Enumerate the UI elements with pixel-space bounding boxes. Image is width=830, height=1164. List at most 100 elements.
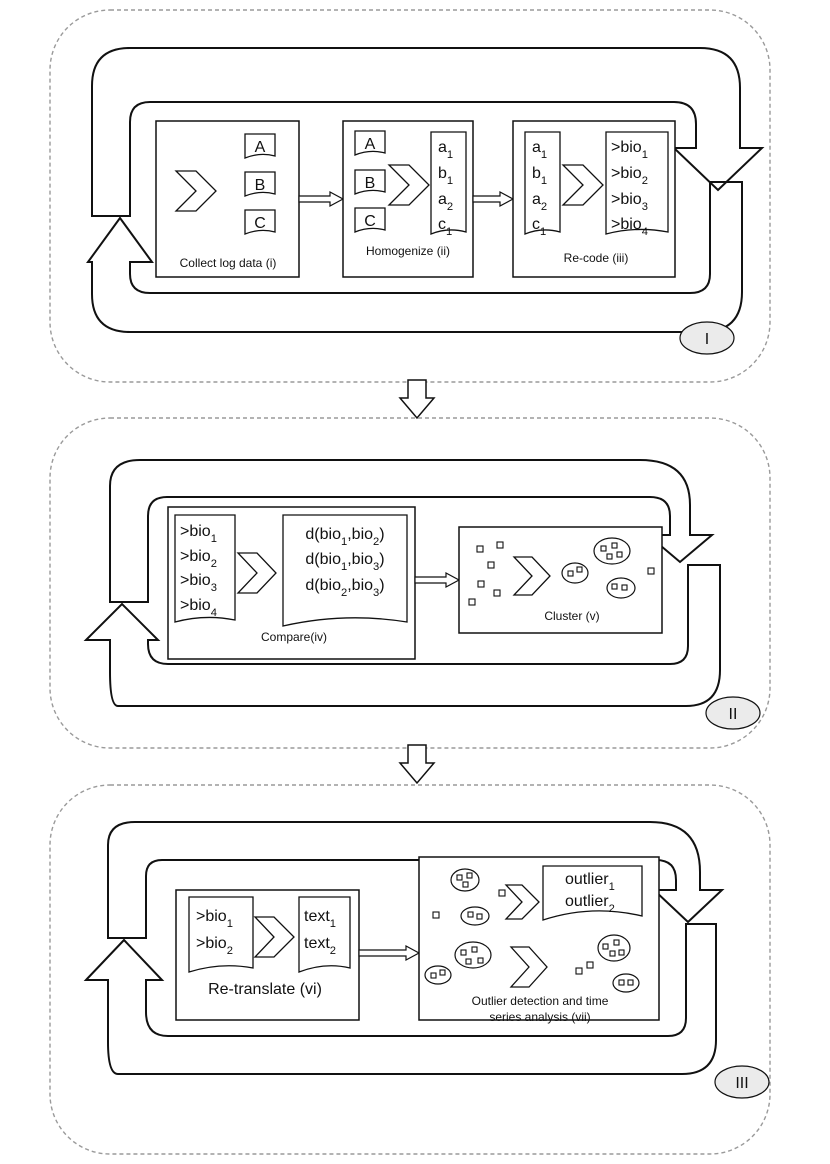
recode-input-doc: a1 b1 a2 c1: [524, 131, 561, 238]
svg-text:>bio1: >bio1: [196, 908, 233, 930]
step-homogenize-chevron: [387, 164, 430, 206]
recode-output-doc: >bio1 >bio2 >bio3 >bio4: [605, 131, 669, 238]
step-outlier-caption-line-2: series analysis (vii): [489, 1010, 590, 1024]
step-homogenize-caption: Homogenize (ii): [366, 244, 450, 258]
point: [465, 958, 472, 965]
point: [498, 889, 506, 897]
compare-output-doc: d(bio1,bio2) d(bio1,bio3) d(bio2,bio3): [282, 514, 408, 627]
svg-text:>bio2: >bio2: [611, 165, 648, 187]
svg-text:outlier2: outlier2: [565, 893, 615, 915]
svg-text:>bio4: >bio4: [180, 597, 217, 619]
point: [476, 913, 483, 920]
outlier-input-clusters: [432, 868, 506, 926]
cluster-oval: [593, 537, 631, 565]
point: [618, 979, 625, 986]
svg-text:C: C: [364, 213, 376, 230]
source-doc-a: A: [244, 133, 276, 159]
step-retranslate-caption: Re-translate (vi): [208, 981, 322, 998]
step-retranslate-chevron: [253, 916, 295, 958]
svg-text:>bio2: >bio2: [196, 935, 233, 957]
point: [476, 545, 484, 553]
step-compare-caption: Compare(iv): [261, 630, 327, 644]
point: [460, 949, 467, 956]
point: [467, 911, 474, 918]
svg-text:d(bio1,bio2): d(bio1,bio2): [305, 526, 384, 548]
point: [611, 542, 618, 549]
source-label-c: C: [254, 215, 266, 232]
arrow-retranslate-to-outlier: [358, 944, 421, 962]
source-doc-b: B: [244, 171, 276, 197]
homogenize-input-doc-a: A: [354, 130, 386, 156]
stage-3: >bio1 >bio2 text1 text2 Re-translate (vi…: [49, 784, 771, 1155]
point: [456, 874, 463, 881]
stage-3-cycle-loop: [83, 821, 725, 1075]
stage-2-numeral: II: [729, 706, 738, 723]
stage-1-numeral: I: [705, 331, 709, 348]
step-compare-chevron: [236, 552, 277, 594]
svg-text:outlier1: outlier1: [565, 871, 615, 893]
point: [621, 584, 628, 591]
outlier-output-doc: outlier1 outlier2: [542, 865, 643, 921]
homogenize-input-doc-c: C: [354, 207, 386, 233]
step-recode-chevron: [561, 164, 604, 206]
step-cluster-caption: Cluster (v): [544, 609, 599, 623]
point: [602, 943, 609, 950]
point: [647, 567, 655, 575]
point: [487, 561, 495, 569]
arrow-homogenize-to-recode: [472, 190, 515, 208]
homogenize-input-doc-b: B: [354, 169, 386, 195]
point: [471, 946, 478, 953]
point: [575, 967, 583, 975]
stage-3-badge: III: [714, 1065, 770, 1099]
svg-text:>bio1: >bio1: [180, 523, 217, 545]
point: [466, 872, 473, 879]
arrow-collect-to-homogenize: [298, 190, 345, 208]
arrow-compare-to-cluster: [414, 571, 461, 589]
point: [468, 598, 476, 606]
stage-3-numeral: III: [735, 1075, 748, 1092]
point: [618, 949, 625, 956]
svg-text:B: B: [365, 175, 376, 192]
svg-text:A: A: [365, 136, 376, 153]
cluster-oval: [454, 941, 492, 969]
point: [432, 911, 440, 919]
stage-2: >bio1 >bio2 >bio3 >bio4 d(bio1,bio2) d(b…: [49, 417, 771, 749]
point: [430, 972, 437, 979]
outlier-chevron-top: [504, 884, 540, 920]
svg-text:>bio4: >bio4: [611, 216, 648, 238]
point: [611, 583, 618, 590]
cluster-oval: [424, 965, 452, 985]
stage-3-frame: [49, 784, 771, 1155]
arrow-stage-1-to-2: [398, 379, 436, 420]
stage-2-badge: II: [705, 696, 761, 730]
svg-text:>bio3: >bio3: [611, 191, 648, 213]
retranslate-input-doc: >bio1 >bio2: [188, 896, 254, 973]
point: [613, 939, 620, 946]
homogenize-output-doc: a1 b1 a2 c1: [430, 131, 467, 238]
point: [439, 969, 446, 976]
cluster-oval: [612, 973, 640, 993]
svg-text:>bio1: >bio1: [611, 139, 648, 161]
step-outlier-caption-line-1: Outlier detection and time: [472, 994, 609, 1008]
svg-text:text1: text1: [304, 908, 336, 930]
retranslate-output-doc: text1 text2: [298, 896, 351, 973]
point: [477, 580, 485, 588]
cluster-input-points: [468, 541, 504, 606]
cluster-oval: [450, 868, 480, 892]
arrow-stage-2-to-3: [398, 744, 436, 785]
cluster-oval: [460, 906, 490, 926]
svg-text:d(bio2,bio3): d(bio2,bio3): [305, 577, 384, 599]
stage-1: A B C Collect log data (i) A B C a1: [49, 9, 771, 383]
step-collect-caption: Collect log data (i): [180, 256, 277, 270]
source-label-b: B: [255, 177, 266, 194]
point: [576, 566, 583, 573]
stage-1-badge: I: [679, 321, 735, 355]
outlier-chevron-bottom: [509, 946, 548, 988]
outlier-series-right: [575, 934, 640, 993]
cluster-oval: [606, 577, 636, 599]
stage-2-cycle-loop: [83, 459, 721, 707]
point: [493, 589, 501, 597]
point: [462, 881, 469, 888]
point: [586, 961, 594, 969]
step-cluster-chevron: [512, 556, 551, 596]
